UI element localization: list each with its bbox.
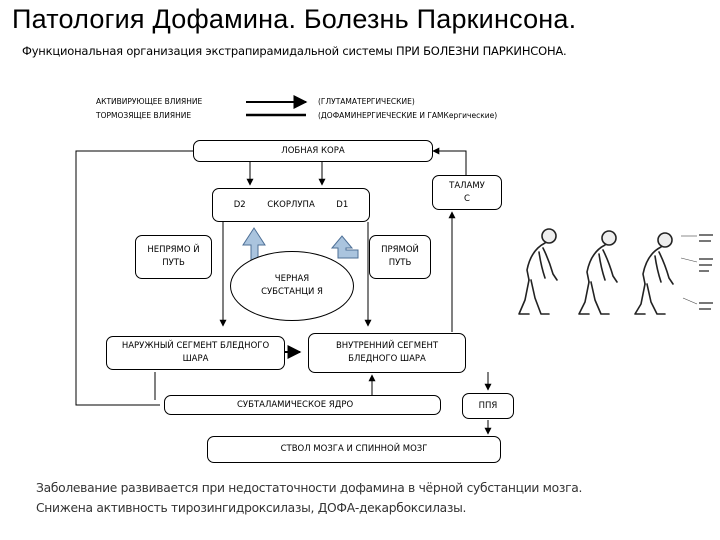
- indirect-path-box: НЕПРЯМО Й ПУТЬ: [135, 235, 212, 279]
- gpi-box: ВНУТРЕННИЙ СЕГМЕНТ БЛЕДНОГО ШАРА: [308, 333, 466, 373]
- putamen-label: СКОРЛУПА: [267, 199, 315, 210]
- thalamus-box: ТАЛАМУ С: [432, 175, 502, 210]
- dopamine-arrow-d1: [330, 235, 359, 259]
- frontal-cortex-box: ЛОБНАЯ КОРА: [193, 140, 433, 162]
- thalamus-to-cortex-arrow: [432, 147, 467, 175]
- legend-inhibiting-type: (ДОФАМИНЕРГИЕЧЕСКИЕ И ГАМКергические): [318, 111, 498, 120]
- page-subtitle: Функциональная организация экстрапирамид…: [22, 44, 567, 58]
- page-title: Патология Дофамина. Болезнь Паркинсона.: [12, 4, 577, 34]
- gpe-box: НАРУЖНЫЙ СЕГМЕНТ БЛЕДНОГО ШАРА: [106, 336, 285, 370]
- direct-path-box: ПРЯМОЙ ПУТЬ: [369, 235, 431, 279]
- caption-line-1: Заболевание развивается при недостаточно…: [36, 481, 583, 495]
- d1-receptor-label: D1: [336, 199, 349, 210]
- subthalamic-nucleus-box: СУБТАЛАМИЧЕСКОЕ ЯДРО: [164, 395, 441, 415]
- caption: Заболевание развивается при недостаточно…: [36, 478, 582, 518]
- caption-line-2: Снижена активность тирозингидроксилазы, …: [36, 501, 467, 515]
- parkinson-posture-illustration: [518, 228, 713, 315]
- legend-inhibiting-label: ТОРМОЗЯЩЕЕ ВЛИЯНИЕ: [96, 111, 192, 120]
- ppn-box: ППЯ: [462, 393, 514, 419]
- brainstem-spinal-cord-box: СТВОЛ МОЗГА И СПИННОЙ МОЗГ: [207, 436, 501, 463]
- legend-activating-label: АКТИВИРУЮЩЕЕ ВЛИЯНИЕ: [96, 97, 203, 106]
- d2-receptor-label: D2: [233, 199, 246, 210]
- legend-activating-type: (ГЛУТАМАТЕРГИЧЕСКИЕ): [318, 97, 415, 106]
- putamen-box: D2 СКОРЛУПА D1: [212, 188, 370, 222]
- substantia-nigra-node: ЧЕРНАЯ СУБСТАНЦИ Я: [230, 251, 354, 321]
- cortex-to-stn-line: [75, 150, 193, 406]
